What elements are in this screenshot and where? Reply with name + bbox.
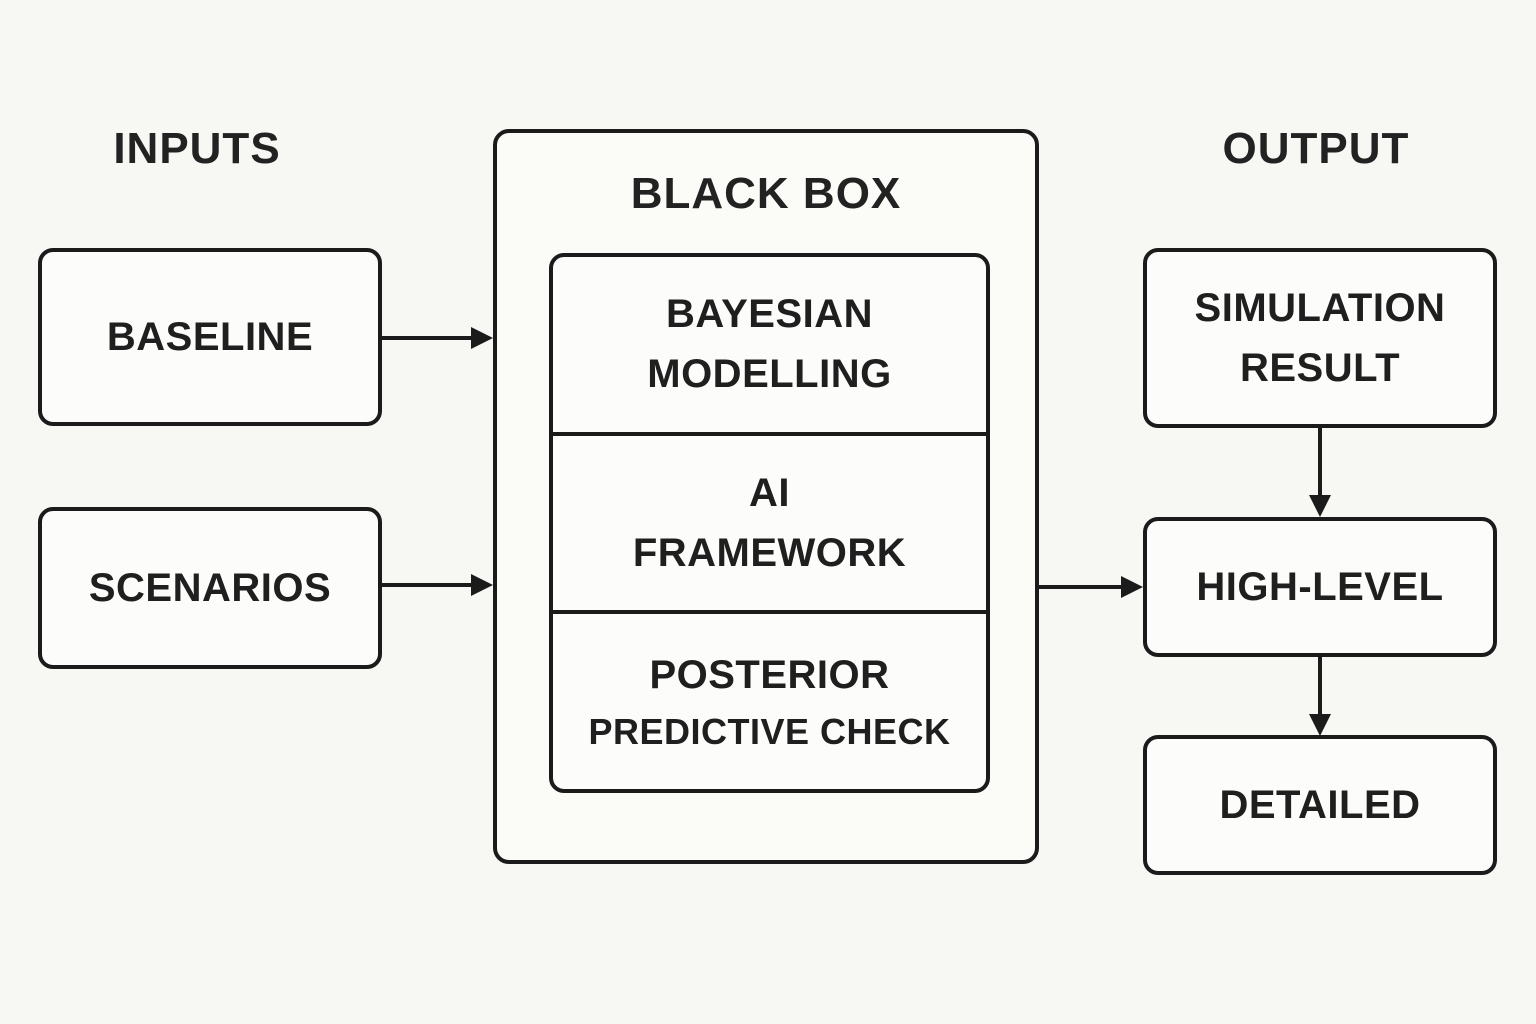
stage-posterior-predictive-check-line2: PREDICTIVE CHECK: [588, 710, 951, 752]
scenarios-node: SCENARIOS: [38, 507, 382, 669]
stage-posterior-predictive-check-line1: POSTERIOR: [649, 652, 890, 697]
arrow-baseline-to-blackbox: [382, 327, 493, 349]
baseline-node-label: BASELINE: [106, 315, 314, 359]
stage-bayesian-modelling-line1: BAYESIAN: [665, 292, 874, 337]
simulation-result-node: SIMULATION RESULT: [1143, 248, 1497, 428]
black-box-stage-stack: BAYESIAN MODELLING AI FRAMEWORK POSTERIO…: [549, 253, 990, 793]
stage-ai-framework: AI FRAMEWORK: [553, 431, 986, 611]
black-box-container: BLACK BOX BAYESIAN MODELLING AI FRAMEWOR…: [493, 129, 1039, 864]
arrow-blackbox-to-high-level: [1039, 576, 1143, 598]
scenarios-node-label: SCENARIOS: [88, 566, 332, 610]
stage-posterior-predictive-check: POSTERIOR PREDICTIVE CHECK: [553, 610, 986, 789]
high-level-node: HIGH-LEVEL: [1143, 517, 1497, 657]
simulation-result-line1: SIMULATION: [1194, 286, 1446, 330]
stage-ai-framework-line1: AI: [749, 471, 790, 515]
detailed-node: DETAILED: [1143, 735, 1497, 875]
arrow-high-level-to-detailed: [1309, 657, 1331, 736]
arrow-simulation-result-to-high-level: [1309, 428, 1331, 517]
output-column-label: OUTPUT: [1222, 124, 1410, 173]
stage-ai-framework-line2: FRAMEWORK: [632, 531, 907, 575]
detailed-node-label: DETAILED: [1219, 783, 1421, 827]
stage-bayesian-modelling: BAYESIAN MODELLING: [553, 257, 986, 432]
simulation-result-line2: RESULT: [1239, 346, 1401, 390]
inputs-column-label: INPUTS: [113, 124, 281, 173]
stage-bayesian-modelling-line2: MODELLING: [647, 352, 892, 397]
black-box-title: BLACK BOX: [630, 169, 902, 218]
high-level-node-label: HIGH-LEVEL: [1196, 565, 1444, 609]
baseline-node: BASELINE: [38, 248, 382, 426]
arrow-scenarios-to-blackbox: [382, 574, 493, 596]
